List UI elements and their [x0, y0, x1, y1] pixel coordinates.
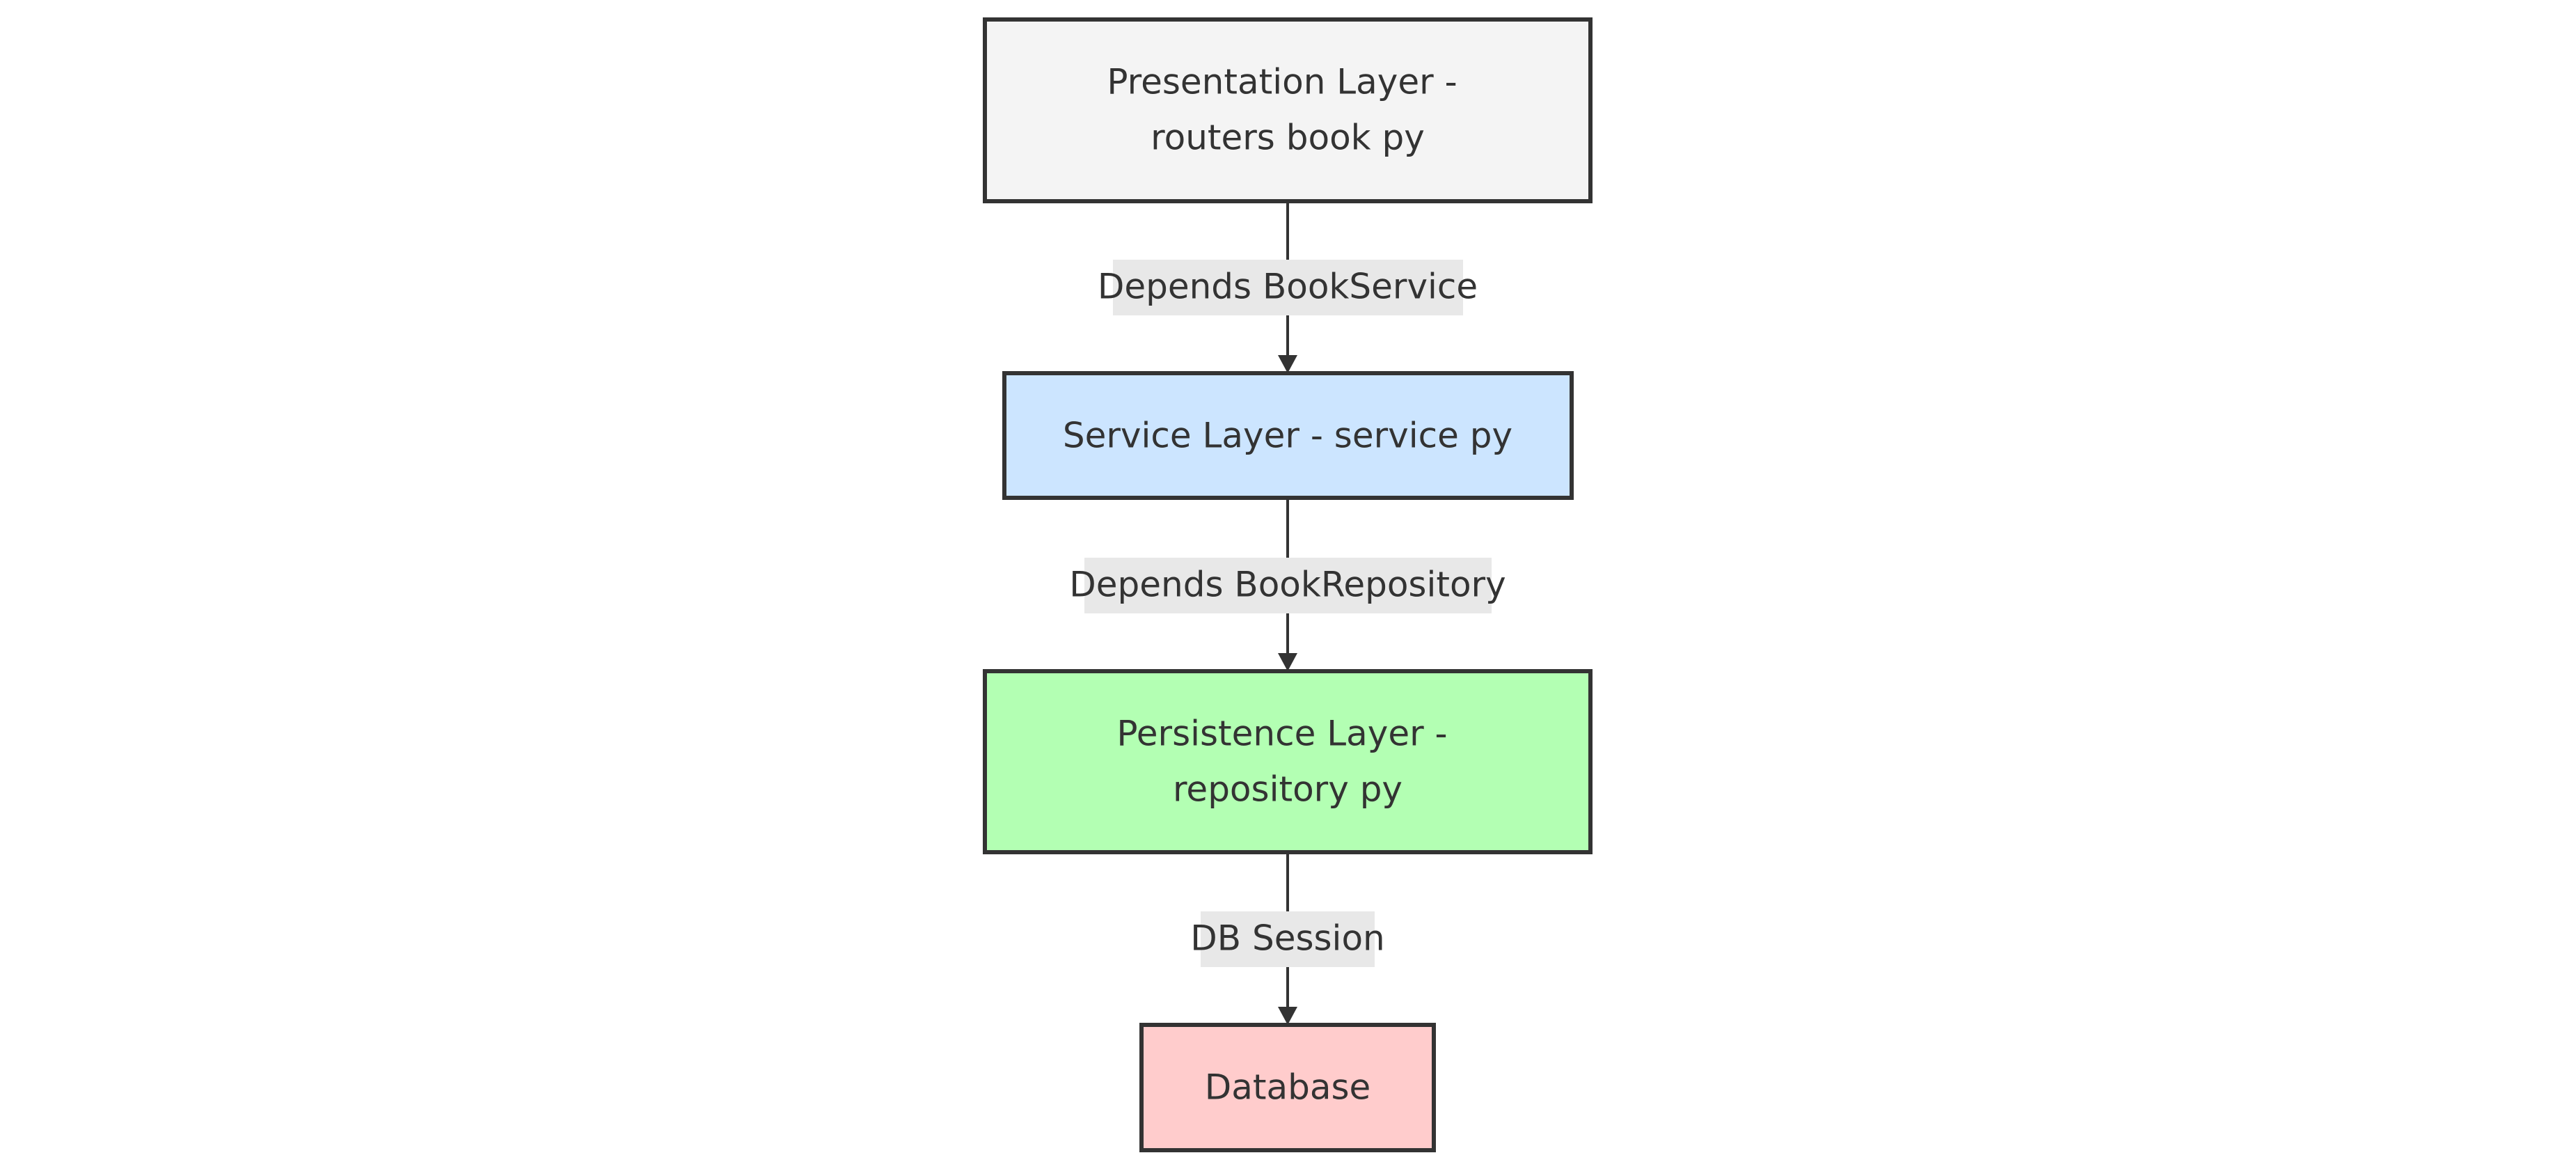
arrowhead-icon: [1278, 1007, 1297, 1025]
edge-label-background: [1084, 558, 1492, 613]
node-box: [1139, 1023, 1436, 1152]
node-label-line: Database: [1205, 1067, 1371, 1108]
edge-persistence-to-database: DB Session: [1190, 852, 1385, 1025]
node-box: [983, 17, 1593, 203]
node-persistence-layer: Persistence Layer - repository py: [983, 669, 1593, 854]
edge-presentation-to-service: Depends BookService: [1098, 201, 1478, 373]
edge-label: Depends BookRepository: [1069, 565, 1506, 605]
edge-label-background: [1113, 260, 1463, 315]
edge-label-background: [1201, 911, 1375, 967]
node-label-line: Presentation Layer -: [1107, 62, 1457, 102]
node-label-line: Persistence Layer -: [1116, 714, 1447, 754]
edge-service-to-persistence: Depends BookRepository: [1069, 498, 1506, 671]
node-label-line: routers book py: [1151, 118, 1425, 158]
edge-label: Depends BookService: [1098, 267, 1478, 307]
arrowhead-icon: [1278, 653, 1297, 671]
node-service-layer: Service Layer - service py: [1002, 371, 1574, 500]
node-label-line: Service Layer - service py: [1063, 416, 1512, 456]
node-label-line: repository py: [1173, 769, 1402, 810]
arrowhead-icon: [1278, 355, 1297, 373]
node-box: [983, 669, 1593, 854]
edge-label: DB Session: [1190, 918, 1384, 959]
node-database: Database: [1139, 1023, 1436, 1152]
node-presentation-layer: Presentation Layer - routers book py: [983, 17, 1593, 203]
node-box: [1002, 371, 1574, 500]
